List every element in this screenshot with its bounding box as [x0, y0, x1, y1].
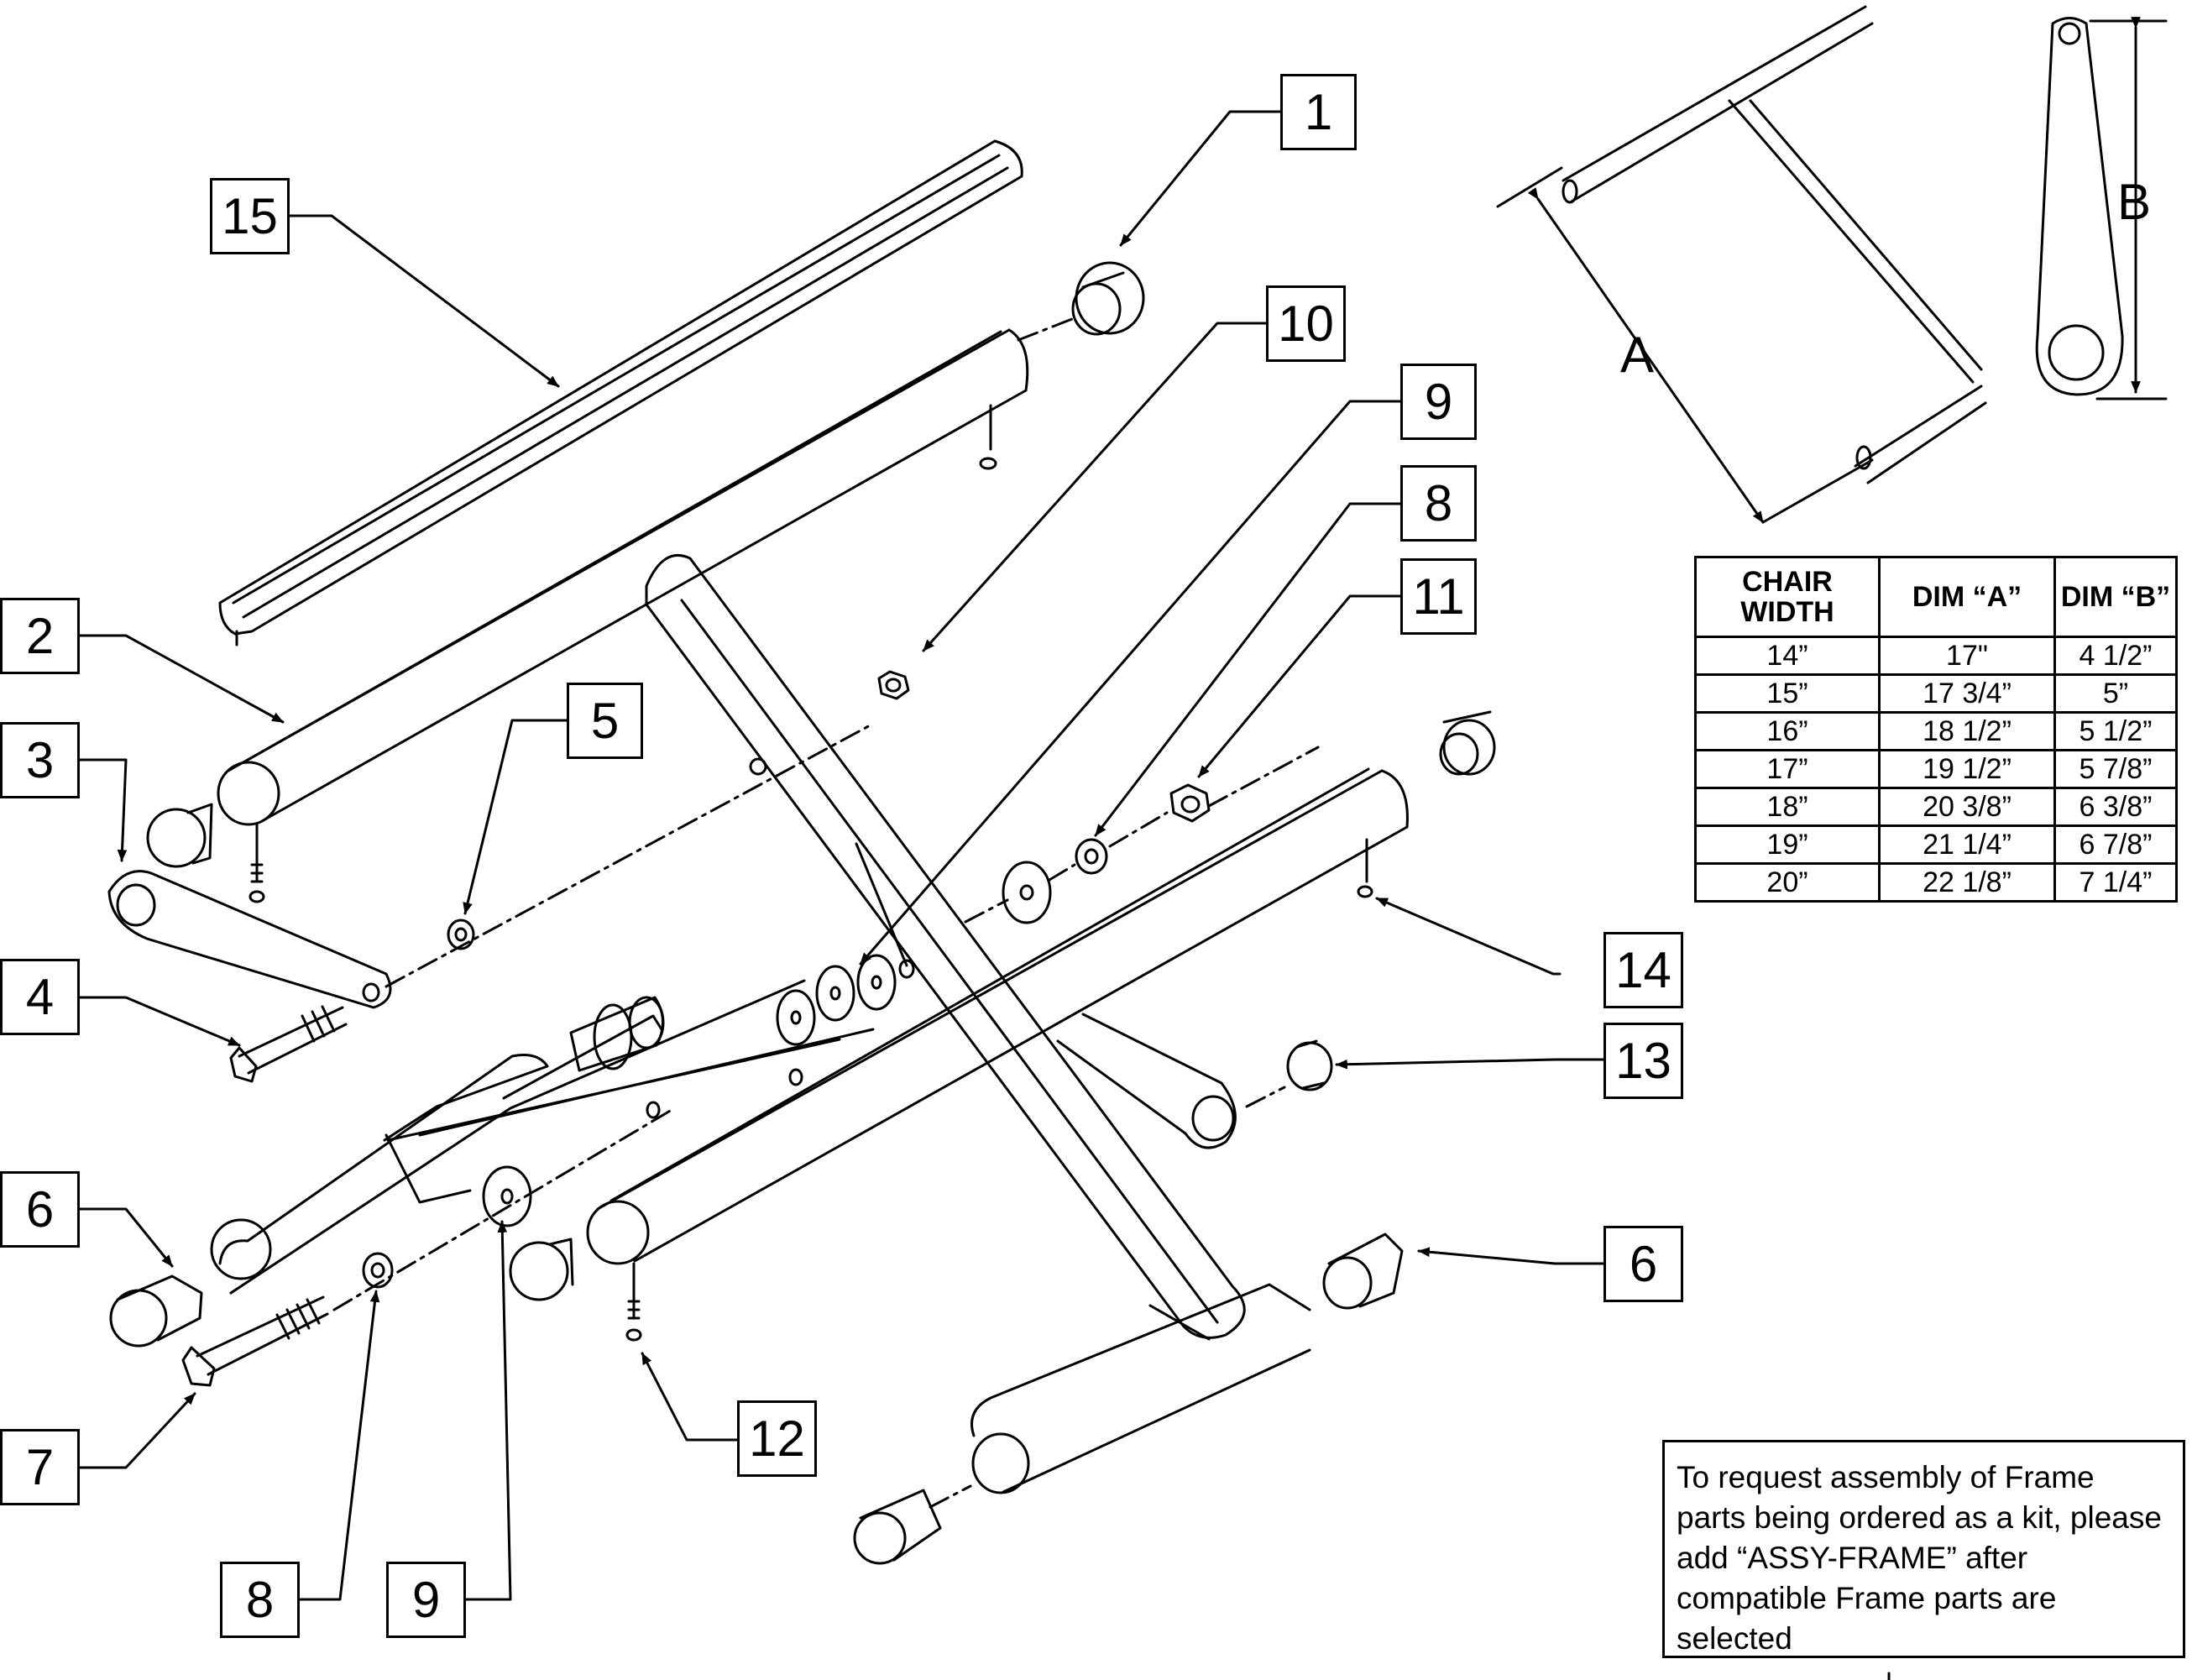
bolt-part-4: [229, 1005, 348, 1083]
table-row: 15” 17 3/4” 5”: [1694, 673, 2178, 714]
cell-dim-a: 20 3/8”: [1878, 787, 2056, 827]
column-header-dim-a: DIM “A”: [1878, 556, 2056, 638]
callout-5: 5: [567, 683, 643, 759]
table-row: 18” 20 3/8” 6 3/8”: [1694, 787, 2178, 827]
cell-dim-b: 6 7/8”: [2053, 824, 2178, 865]
end-plug-lower-rear: [853, 1489, 942, 1565]
end-plug-part-6-right: [1322, 1233, 1404, 1310]
callout-13: 13: [1603, 1023, 1683, 1099]
lower-side-tube: [586, 767, 1409, 1342]
upper-side-tube-part-2: [217, 328, 1029, 903]
cell-dim-a: 19 1/2”: [1878, 749, 2056, 789]
callout-10: 10: [1266, 285, 1346, 362]
cell-dim-b: 4 1/2”: [2053, 636, 2178, 676]
cell-dim-a: 21 1/4”: [1878, 824, 2056, 865]
cell-dim-b: 6 3/8”: [2053, 787, 2178, 827]
nut-part-11: [1169, 783, 1211, 823]
dimension-b-detail: [2035, 17, 2168, 400]
cell-dim-a: 22 1/8”: [1878, 862, 2056, 903]
spacer-part-9-lower: [482, 1165, 532, 1227]
table-row: 20” 22 1/8” 7 1/4”: [1694, 862, 2178, 903]
callout-1: 1: [1280, 74, 1357, 150]
bushing-upper-right: [1439, 710, 1496, 776]
side-rail-clip-part-15: [218, 139, 1023, 646]
dimension-a-detail: [1496, 5, 1987, 524]
callout-7: 7: [0, 1429, 80, 1505]
callout-11: 11: [1400, 558, 1477, 635]
nut-part-10: [877, 670, 910, 700]
end-cap-left: [146, 803, 213, 868]
table-row: 17” 19 1/2” 5 7/8”: [1694, 749, 2178, 789]
table-row: 19” 21 1/4” 6 7/8”: [1694, 824, 2178, 865]
callout-9-lower: 9: [386, 1562, 466, 1638]
cell-chair-width: 19”: [1694, 824, 1881, 865]
dimension-b-label: B: [2117, 174, 2152, 230]
rear-pivot-bracket: [1056, 1013, 1237, 1149]
callout-12: 12: [737, 1400, 817, 1477]
washer-part-8-lower: [362, 1252, 394, 1289]
callout-3: 3: [0, 722, 80, 798]
cell-dim-a: 17 3/4”: [1878, 673, 2056, 714]
column-header-dim-b: DIM “B”: [2053, 556, 2178, 638]
assembly-note: To request assembly of Frame parts being…: [1662, 1440, 2185, 1658]
washer-stack-upper: [1002, 838, 1108, 924]
cross-brace: [645, 553, 1246, 1339]
table-row: 16” 18 1/2” 5 1/2”: [1694, 711, 2178, 751]
stub-cap: [569, 996, 665, 1072]
cell-dim-b: 7 1/4”: [2053, 862, 2178, 903]
rear-lower-tube: [970, 1283, 1311, 1494]
washer-part-5: [447, 919, 475, 950]
callout-4: 4: [0, 959, 80, 1035]
callout-14: 14: [1603, 932, 1683, 1008]
dimension-a-label: A: [1620, 327, 1655, 383]
cell-dim-b: 5 7/8”: [2053, 749, 2178, 789]
callout-6-right: 6: [1603, 1226, 1683, 1302]
cell-dim-a: 17": [1878, 636, 2056, 676]
cell-chair-width: 20”: [1694, 862, 1881, 903]
callout-6-left: 6: [0, 1171, 80, 1248]
bushing-part-1: [1071, 261, 1145, 336]
cell-dim-b: 5”: [2053, 673, 2178, 714]
chair-width-dimension-table: CHAIR WIDTH DIM “A” DIM “B” 14” 17" 4 1/…: [1694, 556, 2178, 903]
cell-chair-width: 18”: [1694, 787, 1881, 827]
link-arm-part-3: [107, 870, 392, 1009]
leader-lines: [78, 110, 1605, 1601]
callout-9-upper: 9: [1400, 364, 1477, 440]
spacer-stack-part-9: [776, 954, 915, 1046]
bolt-part-7: [181, 1295, 329, 1387]
column-header-chair-width: CHAIR WIDTH: [1694, 556, 1881, 638]
cell-dim-a: 18 1/2”: [1878, 711, 2056, 751]
cell-chair-width: 16”: [1694, 711, 1881, 751]
end-plug-part-6-left: [109, 1274, 203, 1348]
callout-8-upper: 8: [1400, 465, 1477, 542]
lower-seat-member: [210, 979, 875, 1295]
end-cap-lower: [509, 1238, 574, 1301]
table-row: 14” 17" 4 1/2”: [1694, 636, 2178, 676]
callout-2: 2: [0, 598, 80, 674]
callout-8-lower: 8: [220, 1562, 300, 1638]
callout-15: 15: [210, 178, 290, 254]
table-header-row: CHAIR WIDTH DIM “A” DIM “B”: [1694, 556, 2178, 638]
cell-chair-width: 17”: [1694, 749, 1881, 789]
bushing-part-13: [1286, 1039, 1333, 1091]
cell-dim-b: 5 1/2”: [2053, 711, 2178, 751]
cell-chair-width: 15”: [1694, 673, 1881, 714]
cell-chair-width: 14”: [1694, 636, 1881, 676]
